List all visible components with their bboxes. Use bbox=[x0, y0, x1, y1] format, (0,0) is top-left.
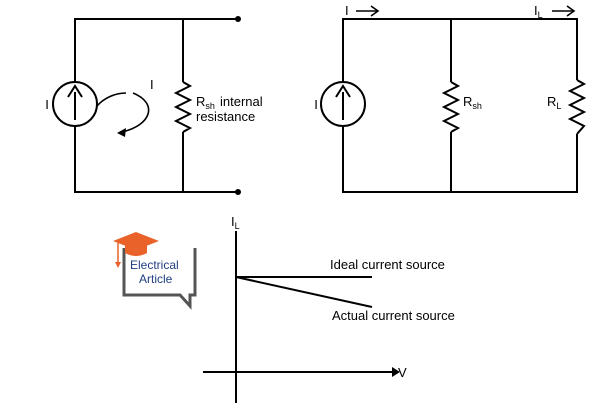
loop-current-tail bbox=[96, 92, 127, 107]
left-source-arrow-icon bbox=[67, 84, 83, 98]
logo-tassel-end-icon bbox=[115, 262, 121, 268]
actual-source-label: Actual current source bbox=[332, 308, 455, 323]
right-source-arrow-icon bbox=[335, 84, 351, 98]
logo-cap-board-icon bbox=[113, 232, 159, 250]
left-shunt-desc-line1: internal bbox=[220, 94, 263, 109]
ideal-source-label: Ideal current source bbox=[330, 257, 445, 272]
load-resistor-label: RL bbox=[547, 94, 561, 111]
logo-cap-icon bbox=[125, 245, 147, 256]
loop-current-label: I bbox=[150, 77, 154, 92]
right-source-label: I bbox=[314, 97, 318, 112]
x-axis-label: V bbox=[398, 365, 407, 380]
load-current-label: IL bbox=[534, 3, 543, 20]
electrical-article-logo: Electrical Article bbox=[113, 232, 197, 310]
left-shunt-resistor bbox=[173, 81, 193, 133]
iv-graph: IL V Ideal current source Actual current… bbox=[203, 214, 455, 403]
left-shunt-label: Rsh bbox=[196, 94, 215, 111]
left-terminal-top bbox=[235, 16, 241, 22]
load-current-arrow-icon bbox=[566, 5, 576, 17]
load-gap bbox=[572, 80, 582, 134]
left-circuit: I I Rsh internal resistance bbox=[45, 16, 263, 195]
load-resistor bbox=[567, 79, 587, 135]
top-current-arrow-icon bbox=[370, 5, 380, 17]
actual-source-line bbox=[235, 276, 373, 308]
left-terminal-bottom bbox=[235, 189, 241, 195]
x-axis-arrowhead-icon bbox=[392, 367, 400, 377]
right-circuit: I I IL Rsh RL bbox=[314, 3, 587, 193]
logo-line2: Article bbox=[139, 272, 173, 286]
right-shunt-resistor bbox=[441, 81, 461, 133]
y-axis-label: IL bbox=[231, 214, 240, 231]
top-current-label: I bbox=[345, 3, 349, 18]
left-shunt-desc-line2: resistance bbox=[196, 109, 255, 124]
loop-current-arc bbox=[121, 92, 150, 133]
right-shunt-label: Rsh bbox=[463, 94, 482, 111]
loop-current-arrowhead-icon bbox=[117, 128, 126, 137]
left-source-label: I bbox=[45, 97, 49, 112]
right-circuit-wires bbox=[342, 18, 578, 193]
logo-speech-bubble-icon bbox=[122, 248, 197, 310]
logo-line1: Electrical bbox=[130, 258, 179, 272]
